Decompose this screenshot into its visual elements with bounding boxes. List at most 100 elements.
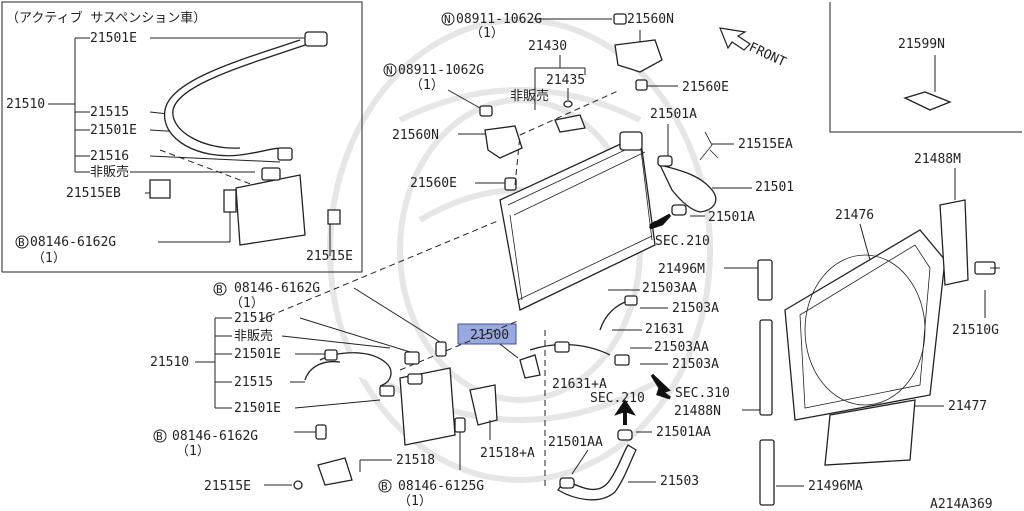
label-21516-inset: 21516 (90, 149, 129, 164)
inset-reservoir (149, 31, 341, 246)
sec210-arrow-top (648, 213, 672, 230)
label-21430: 21430 (528, 39, 567, 54)
label-21435: 21435 (546, 73, 585, 88)
nut-badge-mid: N (383, 63, 397, 77)
leader-21500 (499, 343, 519, 359)
label-21503A-b: 21503A (672, 357, 719, 372)
label-21560E-top: 21560E (682, 80, 729, 95)
bolt-badge-b3: B (378, 479, 392, 493)
label-21515-low: 21515 (234, 375, 273, 390)
note-frame (829, 2, 1022, 133)
label-21560N-top: 21560N (627, 12, 674, 27)
sec210-arrow-low (614, 399, 636, 425)
svg-text:B: B (156, 430, 163, 443)
label-21496MA: 21496MA (808, 479, 863, 494)
label-21501A-mid: 21501A (708, 210, 755, 225)
label-21501A-top: 21501A (650, 107, 697, 122)
label-hihanbai-mid: 非販売 (510, 88, 549, 104)
low-left-reservoir (304, 341, 498, 446)
label-qty-b3: （1） (398, 494, 432, 509)
label-21501: 21501 (755, 180, 794, 195)
label-08911-1062G-mid: 08911-1062G (398, 63, 484, 78)
label-hihanbai-low: 非販売 (234, 328, 273, 344)
label-qty-mid: （1） (410, 78, 444, 93)
svg-text:B: B (216, 283, 223, 296)
label-21518: 21518 (396, 453, 435, 468)
label-sec310: SEC.310 (675, 386, 730, 401)
bolt-badge-inset: B (15, 235, 29, 249)
label-21503A-a: 21503A (672, 301, 719, 316)
label-21631: 21631 (645, 322, 684, 337)
label-21501AA-a: 21501AA (548, 435, 603, 450)
bottom-leaders (264, 420, 491, 486)
label-sec210-top: SEC.210 (655, 234, 710, 249)
label-21516-low: 21516 (234, 311, 273, 326)
label-21510-low: 21510 (150, 355, 189, 370)
upper-hose (657, 131, 719, 216)
label-front: FRONT (746, 40, 788, 70)
label-21599N: 21599N (898, 37, 945, 52)
label-21501AA-b: 21501AA (656, 425, 711, 440)
label-sticker-21599N (903, 91, 952, 111)
label-qty-inset: （1） (32, 251, 66, 266)
label-21501E-inset: 21501E (90, 31, 137, 46)
label-21477: 21477 (948, 399, 987, 414)
label-21515-inset: 21515 (90, 105, 129, 120)
label-21510-inset: 21510 (6, 97, 45, 112)
svg-text:B: B (18, 236, 25, 249)
sec310-arrow (650, 373, 671, 400)
label-21515EB-inset: 21515EB (66, 186, 121, 201)
label-qty-b1: （1） (230, 296, 264, 311)
label-hihanbai-inset: 非販売 (90, 164, 129, 180)
label-21503AA-b: 21503AA (654, 340, 709, 355)
label-21518A: 21518+A (480, 446, 535, 461)
label-21501E-inset-2: 21501E (90, 123, 137, 138)
inset-title: （アクティブ サスペンション車） (6, 10, 206, 26)
radiator-core (499, 89, 656, 311)
svg-text:N: N (444, 13, 451, 26)
label-21488M: 21488M (914, 152, 961, 167)
svg-text:B: B (381, 480, 388, 493)
label-sec210-low: SEC.210 (590, 391, 645, 406)
label-08146-6162G-b2: 08146-6162G (172, 429, 258, 444)
label-21631A: 21631+A (552, 377, 607, 392)
nut-badge-top: N (441, 12, 455, 26)
label-qty-b2: （1） (176, 444, 210, 459)
label-21515E-low: 21515E (204, 479, 251, 494)
bolt-badge-b2: B (153, 429, 167, 443)
label-21515E-inset: 21515E (306, 249, 353, 264)
label-21500[interactable]: 21500 (470, 328, 509, 343)
label-21476: 21476 (835, 208, 874, 223)
label-figure-id: A214A369 (930, 497, 993, 511)
label-21510G: 21510G (952, 323, 999, 338)
label-08911-1062G-top: 08911-1062G (456, 12, 542, 27)
shroud-leaders (859, 168, 986, 318)
label-21560N-left: 21560N (392, 128, 439, 143)
fan-shroud (784, 199, 1000, 421)
label-08146-6162G-b1: 08146-6162G (234, 281, 320, 296)
bottom-parts (293, 417, 466, 490)
label-08146-6162G-inset: 08146-6162G (30, 235, 116, 250)
top-leaders (447, 18, 752, 217)
low-left-leaders (195, 219, 521, 409)
mid-leaders (608, 267, 944, 411)
svg-text:N: N (386, 64, 393, 77)
lower-rad-parts (519, 259, 916, 506)
label-08146-6125G-b3: 08146-6125G (398, 479, 484, 494)
top-parts (479, 13, 663, 191)
label-21496M: 21496M (658, 262, 705, 277)
label-21503: 21503 (660, 474, 699, 489)
inset-frame (1, 1, 363, 273)
label-21560E-left: 21560E (410, 176, 457, 191)
label-21503AA-a: 21503AA (642, 281, 697, 296)
lower-hose (544, 330, 804, 501)
label-qty-top: （1） (470, 26, 504, 41)
bolt-badge-b1: B (213, 282, 227, 296)
label-21501E-low-b: 21501E (234, 401, 281, 416)
label-21488N: 21488N (674, 404, 721, 419)
label-21515EA: 21515EA (738, 137, 793, 152)
front-arrow (719, 27, 751, 51)
label-21501E-low-a: 21501E (234, 347, 281, 362)
